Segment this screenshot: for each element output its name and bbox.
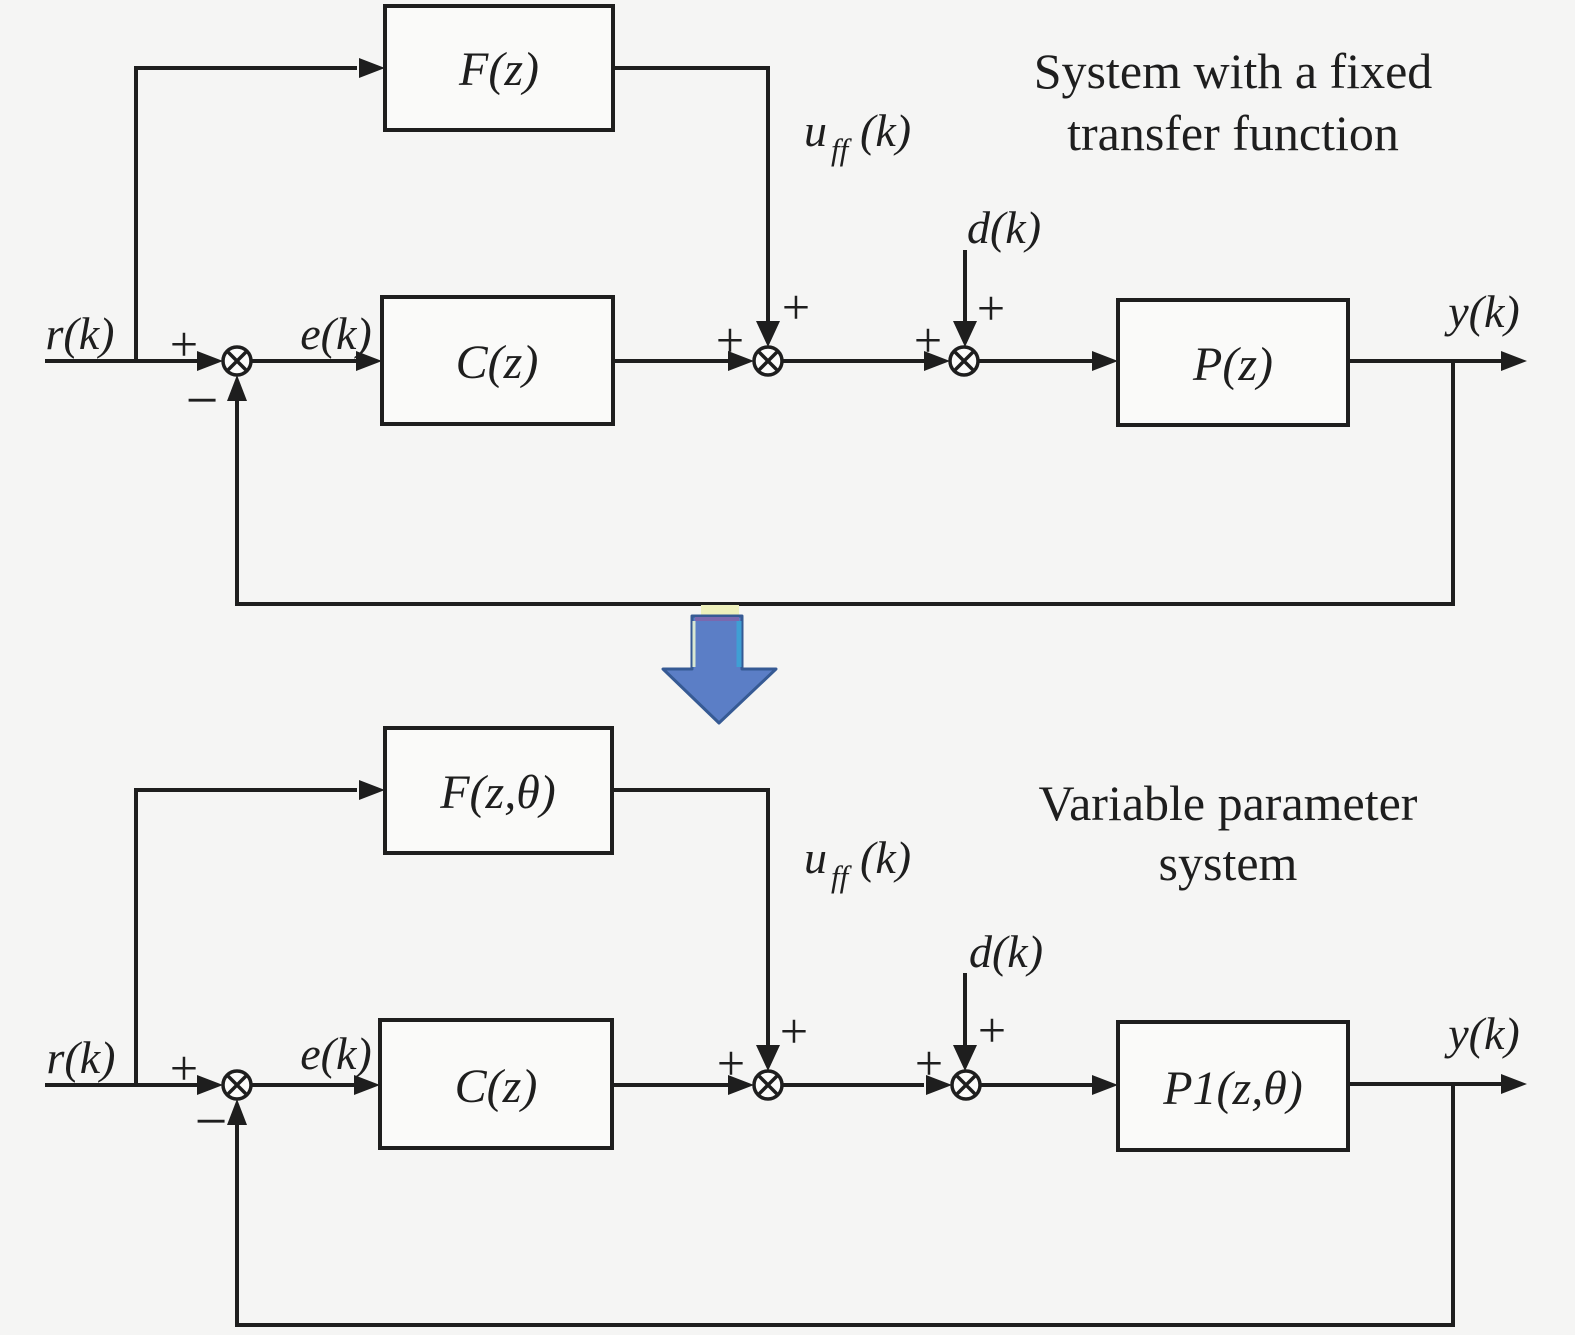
bottom-sum-junction-3 xyxy=(950,1069,982,1101)
bottom-feedforward-block xyxy=(383,726,614,855)
top-sum2-plus-in-sign: + xyxy=(716,312,744,368)
top-sum-junction-1 xyxy=(221,345,253,377)
top-diagram: F(z) C(z) P(z) + − + + + + r(k) e(k) u f… xyxy=(45,4,1527,606)
top-controller-label: C(z) xyxy=(456,336,539,389)
transition-arrow-shape xyxy=(661,614,778,725)
top-controller-block xyxy=(380,295,615,426)
bottom-uff-argument: (k) xyxy=(860,832,911,883)
top-plant-label: P(z) xyxy=(1192,338,1273,391)
top-sum3-plus-top-sign: + xyxy=(977,280,1005,336)
top-disturbance-label: d(k) xyxy=(967,202,1041,253)
bottom-sum3-plus-top-sign: + xyxy=(978,1002,1006,1058)
top-title-line1: System with a fixed xyxy=(1034,43,1433,99)
top-sum1-plus-sign: + xyxy=(170,316,198,372)
bottom-reference-label: r(k) xyxy=(47,1032,116,1083)
bottom-sum1-minus-sign: − xyxy=(195,1089,228,1154)
top-feedforward-label: F(z) xyxy=(458,43,539,96)
bottom-sum2-plus-top-sign: + xyxy=(780,1003,808,1059)
top-uff-subscript: ff xyxy=(831,132,853,167)
top-sum3-plus-in-sign: + xyxy=(914,312,942,368)
arrowhead-uff-into-sum2 xyxy=(756,321,780,347)
top-output-label: y(k) xyxy=(1444,286,1519,337)
transition-arrow-highlight xyxy=(701,605,739,615)
arrowhead-feedback-into-sum1 xyxy=(227,1099,247,1125)
arrowhead-disturbance-into-sum3 xyxy=(953,1045,977,1071)
bottom-controller-block xyxy=(378,1018,614,1150)
bottom-uff-base: u xyxy=(804,832,827,883)
bottom-title: Variable parameter system xyxy=(1039,775,1418,891)
top-error-label: e(k) xyxy=(300,308,371,359)
bottom-output-label: y(k) xyxy=(1444,1008,1519,1059)
top-uff-argument: (k) xyxy=(860,105,911,156)
arrowhead-into-controller xyxy=(354,1075,380,1095)
arrowhead-into-controller xyxy=(356,351,382,371)
arrowhead-output xyxy=(1501,351,1527,371)
top-title-line2: transfer function xyxy=(1067,105,1399,161)
arrowhead-into-sum3 xyxy=(926,1075,952,1095)
arrowhead-into-feedforward xyxy=(359,780,385,800)
bottom-sum-junction-1 xyxy=(221,1069,253,1101)
arrowhead-into-sum1 xyxy=(197,351,223,371)
top-plant-block xyxy=(1116,298,1350,427)
top-sum2-plus-top-sign: + xyxy=(782,279,810,335)
bottom-sum-junction-2 xyxy=(752,1069,784,1101)
top-reference-label: r(k) xyxy=(46,308,115,359)
arrowhead-into-sum2 xyxy=(728,1075,754,1095)
bottom-uff-subscript: ff xyxy=(831,859,853,894)
bottom-plant-label: P1(z,θ) xyxy=(1162,1062,1303,1115)
bottom-error-label: e(k) xyxy=(300,1028,371,1079)
arrowhead-output xyxy=(1501,1074,1527,1094)
arrowhead-into-sum2 xyxy=(728,351,754,371)
top-wires xyxy=(45,66,1501,606)
top-title: System with a fixed transfer function xyxy=(1034,43,1433,161)
top-uff-base: u xyxy=(804,105,827,156)
top-sum-junction-2 xyxy=(752,345,784,377)
top-sum1-minus-sign: − xyxy=(186,368,219,433)
bottom-wires xyxy=(45,788,1501,1327)
arrowhead-into-sum3 xyxy=(924,351,950,371)
bottom-uff-label: u ff (k) xyxy=(804,832,911,894)
bottom-title-line1: Variable parameter xyxy=(1039,775,1418,831)
arrowhead-into-feedforward xyxy=(359,58,385,78)
arrowhead-uff-into-sum2 xyxy=(756,1045,780,1071)
arrowhead-feedback-into-sum1 xyxy=(227,375,247,401)
arrowhead-into-plant xyxy=(1092,1075,1118,1095)
top-uff-label: u ff (k) xyxy=(804,105,911,167)
bottom-feedforward-label: F(z,θ) xyxy=(439,766,556,819)
bottom-title-line2: system xyxy=(1159,835,1298,891)
bottom-sum1-plus-sign: + xyxy=(170,1040,198,1096)
bottom-plant-block xyxy=(1116,1020,1350,1152)
top-sum-junction-3 xyxy=(948,345,980,377)
transition-arrow xyxy=(661,605,778,725)
bottom-diagram: F(z,θ) C(z) P1(z,θ) + − + + + + r(k) e(k… xyxy=(45,726,1527,1327)
arrowhead-disturbance-into-sum3 xyxy=(953,321,977,347)
bottom-sum2-plus-in-sign: + xyxy=(717,1035,745,1091)
arrowhead-into-sum1 xyxy=(197,1075,223,1095)
bottom-controller-label: C(z) xyxy=(455,1060,538,1113)
bottom-sum3-plus-in-sign: + xyxy=(915,1035,943,1091)
top-arrowheads xyxy=(197,58,1527,401)
top-feedforward-block xyxy=(383,4,615,132)
bottom-disturbance-label: d(k) xyxy=(969,926,1043,977)
bottom-arrowheads xyxy=(197,780,1527,1125)
arrowhead-into-plant xyxy=(1092,351,1118,371)
